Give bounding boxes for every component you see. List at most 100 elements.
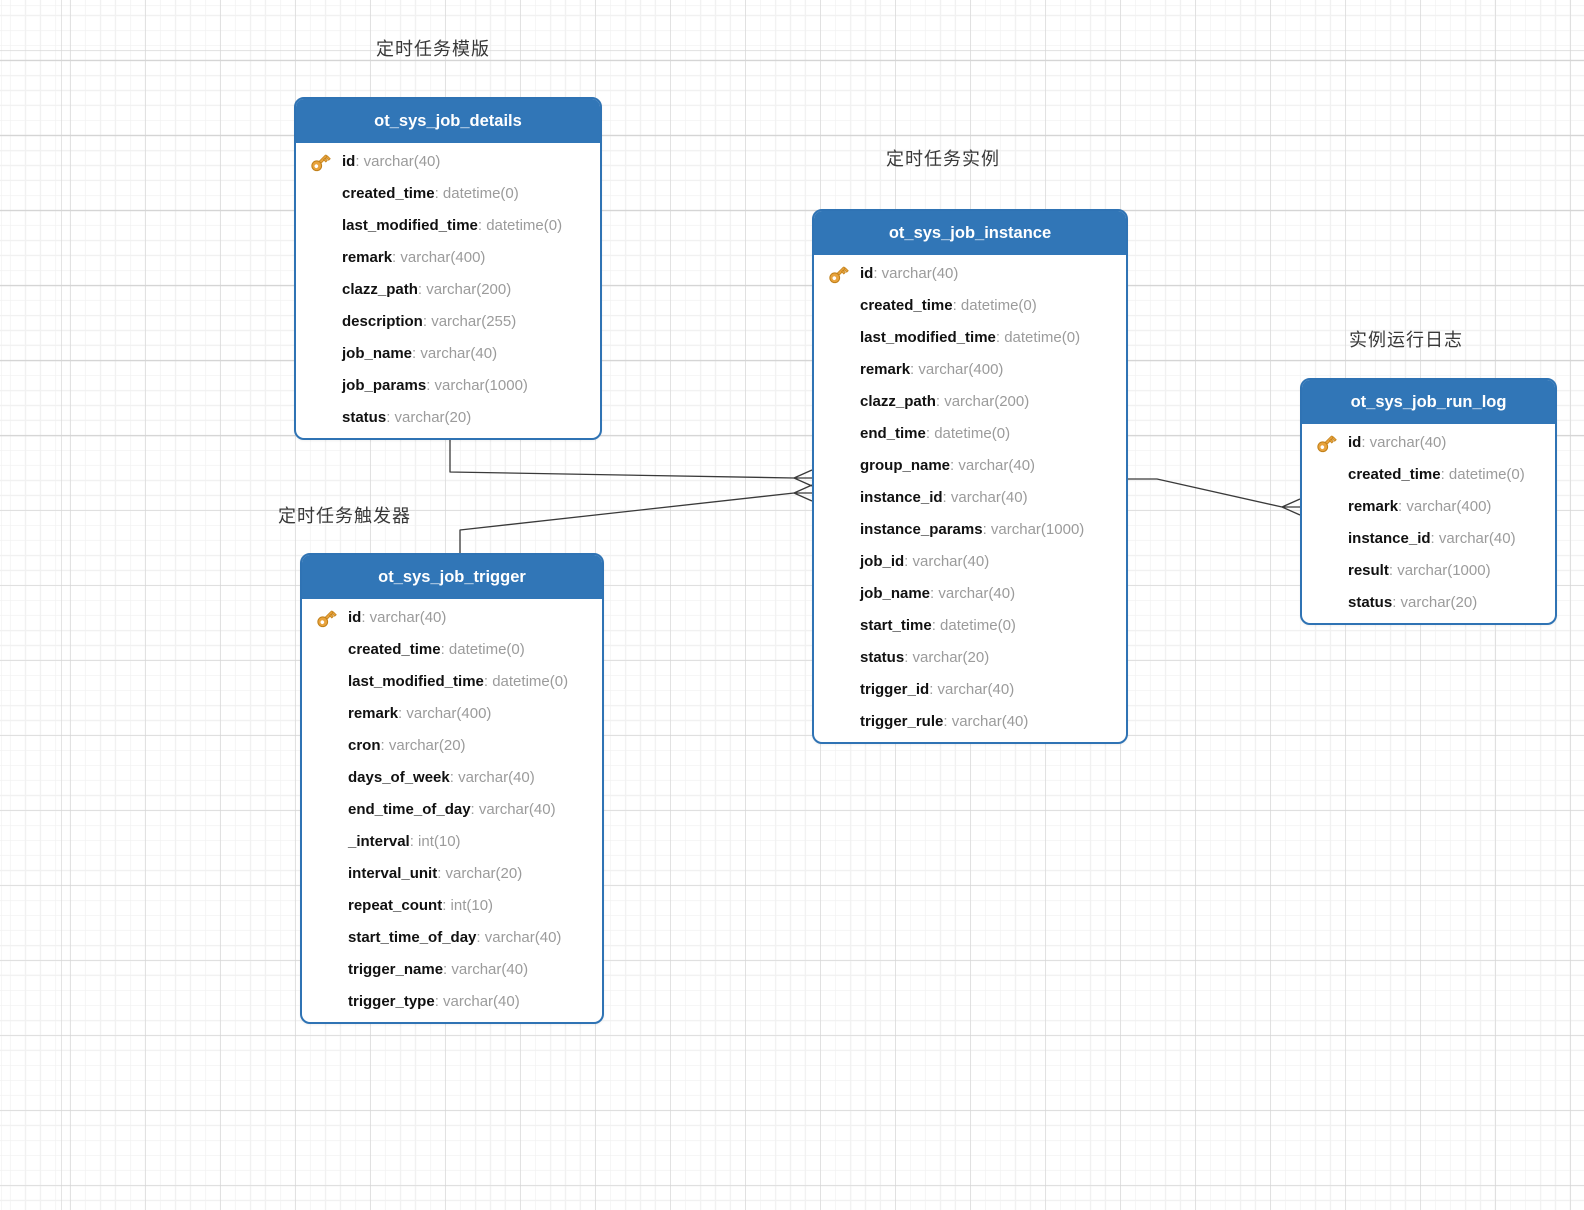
- field-name: remark: [342, 249, 393, 266]
- table-header[interactable]: ot_sys_job_run_log: [1302, 380, 1555, 424]
- field-type: : varchar(1000): [982, 521, 1085, 538]
- field-type: : varchar(40): [449, 769, 535, 786]
- field-type: : varchar(20): [904, 649, 990, 666]
- primary-key-icon: [829, 266, 849, 284]
- field-row-days_of_week[interactable]: days_of_week: varchar(40): [302, 762, 602, 794]
- label-job-trigger[interactable]: 定时任务触发器: [278, 506, 411, 526]
- field-row-result[interactable]: result: varchar(1000): [1302, 555, 1555, 587]
- field-row-id[interactable]: id: varchar(40): [1302, 427, 1555, 459]
- field-name: id: [348, 609, 362, 626]
- field-row-id[interactable]: id: varchar(40): [296, 146, 600, 178]
- field-type: : datetime(0): [477, 217, 563, 234]
- primary-key-icon: [317, 610, 337, 628]
- label-run-log[interactable]: 实例运行日志: [1349, 330, 1463, 350]
- field-row-remark[interactable]: remark: varchar(400): [302, 698, 602, 730]
- field-row-interval_unit[interactable]: interval_unit: varchar(20): [302, 858, 602, 890]
- label-job-instance[interactable]: 定时任务实例: [886, 149, 1000, 169]
- field-row-job_name[interactable]: job_name: varchar(40): [296, 338, 600, 370]
- field-row-created_time[interactable]: created_time: datetime(0): [296, 178, 600, 210]
- connector-instance-to-runlog[interactable]: [1118, 478, 1301, 516]
- field-row-clazz_path[interactable]: clazz_path: varchar(200): [814, 386, 1126, 418]
- field-row-trigger_rule[interactable]: trigger_rule: varchar(40): [814, 706, 1126, 738]
- field-row-clazz_path[interactable]: clazz_path: varchar(200): [296, 274, 600, 306]
- field-row-created_time[interactable]: created_time: datetime(0): [1302, 459, 1555, 491]
- field-row-trigger_id[interactable]: trigger_id: varchar(40): [814, 674, 1126, 706]
- field-row-remark[interactable]: remark: varchar(400): [814, 354, 1126, 386]
- field-row-end_time[interactable]: end_time: datetime(0): [814, 418, 1126, 450]
- field-row-last_modified_time[interactable]: last_modified_time: datetime(0): [296, 210, 600, 242]
- field-name: status: [342, 409, 387, 426]
- field-row-status[interactable]: status: varchar(20): [814, 642, 1126, 674]
- entity-table-ot-sys-job-instance[interactable]: ot_sys_job_instance id: varchar(40)creat…: [812, 209, 1128, 744]
- connector-trigger-to-instance[interactable]: [459, 484, 813, 560]
- field-type: : datetime(0): [925, 425, 1011, 442]
- field-name: clazz_path: [860, 393, 936, 410]
- field-type: : varchar(1000): [1388, 562, 1491, 579]
- field-type: : int(10): [409, 833, 461, 850]
- field-name: start_time_of_day: [348, 929, 477, 946]
- field-name: trigger_id: [860, 681, 930, 698]
- field-name: result: [1348, 562, 1389, 579]
- field-row-job_params[interactable]: job_params: varchar(1000): [296, 370, 600, 402]
- table-header[interactable]: ot_sys_job_instance: [814, 211, 1126, 255]
- field-name: created_time: [860, 297, 953, 314]
- field-row-id[interactable]: id: varchar(40): [814, 258, 1126, 290]
- field-name: trigger_rule: [860, 713, 944, 730]
- field-type: : varchar(40): [1361, 434, 1447, 451]
- field-type: : varchar(20): [437, 865, 523, 882]
- field-row-description[interactable]: description: varchar(255): [296, 306, 600, 338]
- field-row-instance_params[interactable]: instance_params: varchar(1000): [814, 514, 1126, 546]
- field-row-instance_id[interactable]: instance_id: varchar(40): [1302, 523, 1555, 555]
- field-row-_interval[interactable]: _interval: int(10): [302, 826, 602, 858]
- field-row-instance_id[interactable]: instance_id: varchar(40): [814, 482, 1126, 514]
- table-header[interactable]: ot_sys_job_details: [296, 99, 600, 143]
- field-row-job_id[interactable]: job_id: varchar(40): [814, 546, 1126, 578]
- field-type: : varchar(40): [412, 345, 498, 362]
- field-type: : varchar(400): [392, 249, 486, 266]
- entity-table-ot-sys-job-trigger[interactable]: ot_sys_job_trigger id: varchar(40)create…: [300, 553, 604, 1024]
- field-name: remark: [1348, 498, 1399, 515]
- field-row-start_time[interactable]: start_time: datetime(0): [814, 610, 1126, 642]
- entity-table-ot-sys-job-run-log[interactable]: ot_sys_job_run_log id: varchar(40)create…: [1300, 378, 1557, 625]
- field-type: : varchar(40): [470, 801, 556, 818]
- field-row-created_time[interactable]: created_time: datetime(0): [814, 290, 1126, 322]
- field-row-cron[interactable]: cron: varchar(20): [302, 730, 602, 762]
- field-row-status[interactable]: status: varchar(20): [1302, 587, 1555, 619]
- field-name: job_params: [342, 377, 427, 394]
- field-type: : datetime(0): [440, 641, 525, 658]
- field-name: remark: [348, 705, 399, 722]
- field-name: status: [1348, 594, 1393, 611]
- field-type: : datetime(0): [434, 185, 519, 202]
- field-type: : varchar(40): [950, 457, 1036, 474]
- table-header[interactable]: ot_sys_job_trigger: [302, 555, 602, 599]
- field-row-group_name[interactable]: group_name: varchar(40): [814, 450, 1126, 482]
- field-row-created_time[interactable]: created_time: datetime(0): [302, 634, 602, 666]
- label-job-template[interactable]: 定时任务模版: [376, 39, 490, 59]
- field-type: : varchar(40): [943, 713, 1029, 730]
- field-type: : varchar(40): [355, 153, 441, 170]
- field-type: : datetime(0): [995, 329, 1081, 346]
- field-row-remark[interactable]: remark: varchar(400): [296, 242, 600, 274]
- field-type: : varchar(255): [422, 313, 517, 330]
- field-row-trigger_type[interactable]: trigger_type: varchar(40): [302, 986, 602, 1018]
- field-row-job_name[interactable]: job_name: varchar(40): [814, 578, 1126, 610]
- field-row-status[interactable]: status: varchar(20): [296, 402, 600, 434]
- field-type: : varchar(40): [929, 681, 1015, 698]
- field-name: last_modified_time: [348, 673, 484, 690]
- field-row-trigger_name[interactable]: trigger_name: varchar(40): [302, 954, 602, 986]
- field-name: job_id: [860, 553, 905, 570]
- field-row-id[interactable]: id: varchar(40): [302, 602, 602, 634]
- field-name: created_time: [342, 185, 435, 202]
- field-name: created_time: [348, 641, 441, 658]
- field-name: cron: [348, 737, 381, 754]
- field-row-end_time_of_day[interactable]: end_time_of_day: varchar(40): [302, 794, 602, 826]
- field-row-remark[interactable]: remark: varchar(400): [1302, 491, 1555, 523]
- field-type: : datetime(0): [1440, 466, 1525, 483]
- entity-table-ot-sys-job-details[interactable]: ot_sys_job_details id: varchar(40)create…: [294, 97, 602, 440]
- field-name: end_time_of_day: [348, 801, 471, 818]
- field-row-last_modified_time[interactable]: last_modified_time: datetime(0): [302, 666, 602, 698]
- field-row-repeat_count[interactable]: repeat_count: int(10): [302, 890, 602, 922]
- field-row-last_modified_time[interactable]: last_modified_time: datetime(0): [814, 322, 1126, 354]
- field-row-start_time_of_day[interactable]: start_time_of_day: varchar(40): [302, 922, 602, 954]
- field-type: : varchar(40): [361, 609, 447, 626]
